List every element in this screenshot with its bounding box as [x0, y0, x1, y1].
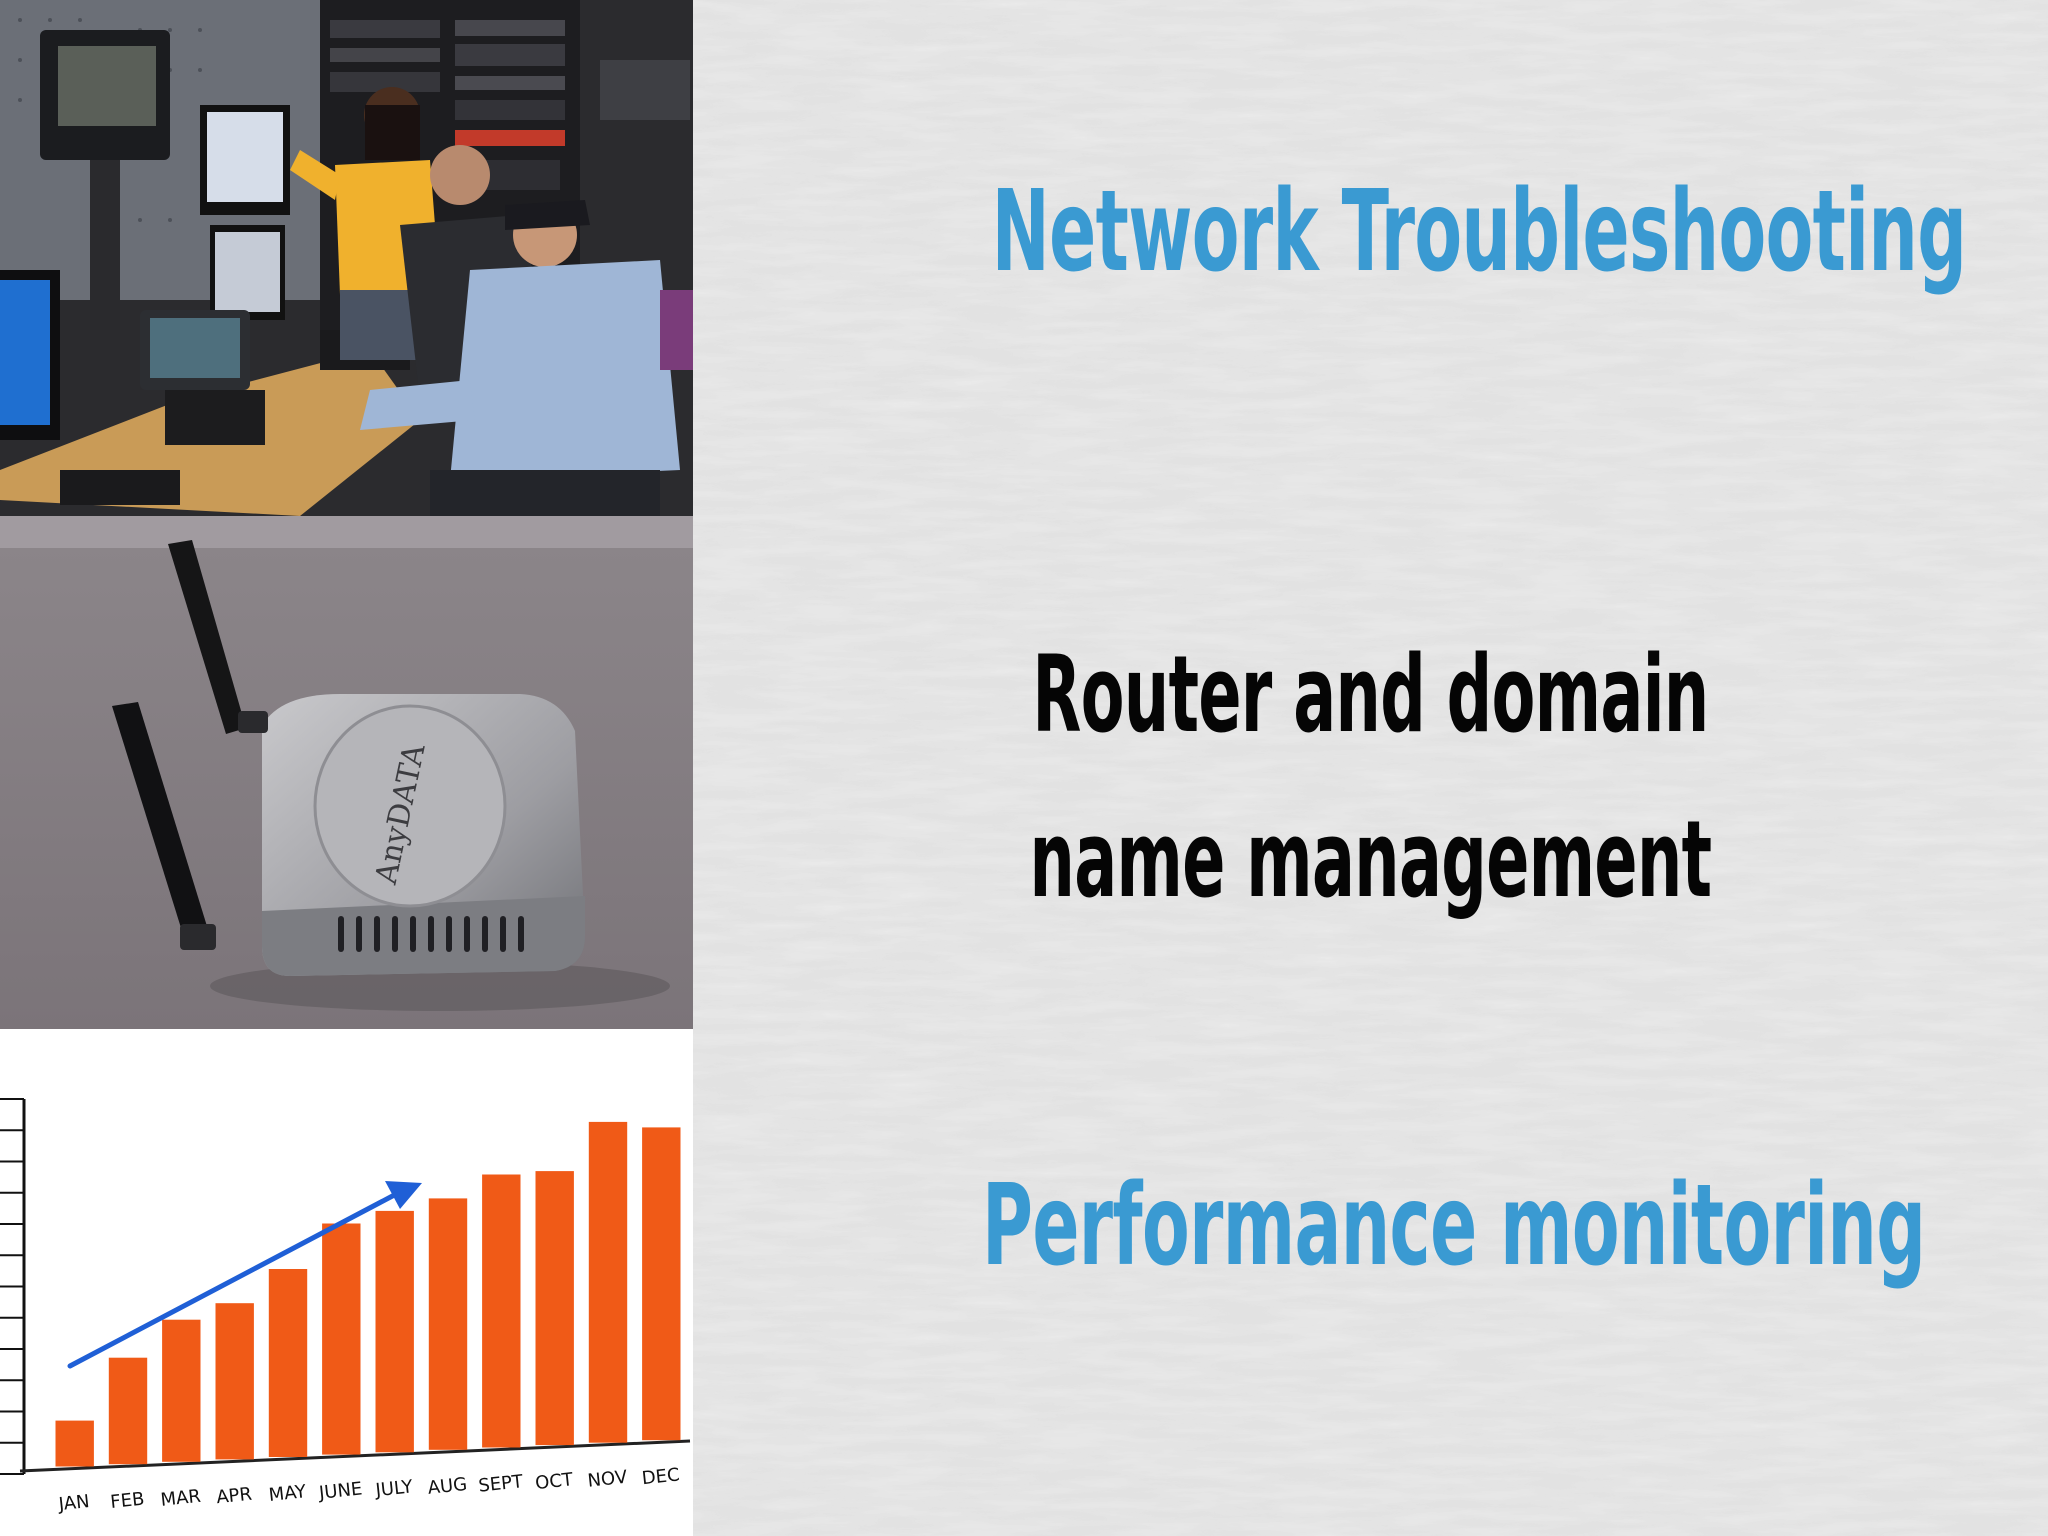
chart-bar	[162, 1319, 201, 1462]
chart-bar	[482, 1174, 521, 1448]
chart-x-tick-label: JUNE	[317, 1478, 363, 1504]
trend-arrow	[67, 1181, 422, 1369]
trend-arrow-shaft	[67, 1189, 403, 1369]
chart-bar	[322, 1223, 361, 1455]
chart-bar	[535, 1171, 574, 1446]
photo-wireless-router: AnyDATA	[0, 516, 693, 1029]
chart-monthly-growth: JAN FEB MAR APR MAY JUNE JULY AUG SEPT OCT NOV DEC	[0, 1029, 693, 1536]
chart-bar	[588, 1121, 628, 1443]
chart-x-tick-label: DEC	[641, 1464, 681, 1489]
heading-performance-monitoring-text: Performance monitoring	[982, 1161, 1926, 1291]
photo-network-operations-room	[0, 0, 693, 516]
chart-x-tick-label: OCT	[534, 1469, 575, 1494]
chart-x-tick-label: JULY	[374, 1476, 415, 1501]
chart-x-tick-label: MAY	[268, 1481, 308, 1506]
chart-x-tick-label: AUG	[427, 1474, 468, 1499]
operations-room-illustration	[0, 0, 693, 516]
chart-axes	[0, 1098, 691, 1475]
chart-x-tick-label: MAR	[160, 1486, 202, 1511]
heading-router-domain-management: Router and domain name management	[693, 612, 2048, 943]
heading-network-troubleshooting-text: Network Troubleshooting	[991, 167, 1967, 297]
chart-bar	[268, 1269, 308, 1457]
trend-arrow-head	[385, 1181, 422, 1209]
paper-background: Network Troubleshooting Router and domai…	[693, 0, 2048, 1536]
chart-bar	[108, 1357, 148, 1465]
heading-router-line-2: name management	[1029, 798, 1712, 922]
heading-network-troubleshooting: Network Troubleshooting	[693, 176, 2048, 288]
chart-x-tick-label: JAN	[57, 1491, 91, 1515]
chart-bar	[642, 1127, 681, 1441]
chart-x-tick-label: NOV	[587, 1467, 629, 1492]
chart-x-tick-label: APR	[215, 1484, 253, 1509]
heading-performance-monitoring: Performance monitoring	[693, 1170, 2048, 1282]
chart-bar	[215, 1303, 254, 1460]
bar-chart-svg: JAN FEB MAR APR MAY JUNE JULY AUG SEPT OCT NOV DEC	[0, 1098, 691, 1515]
heading-router-line-1: Router and domain	[1032, 633, 1709, 756]
chart-tick-labels: JAN FEB MAR APR MAY JUNE JULY AUG SEPT OCT NOV DEC	[57, 1464, 681, 1515]
chart-bar	[55, 1420, 94, 1467]
paper-texture	[693, 0, 2048, 1536]
chart-x-tick-label: FEB	[109, 1489, 145, 1513]
chart-bar	[428, 1198, 468, 1450]
chart-bars	[55, 1121, 681, 1467]
chart-x-axis	[19, 1439, 691, 1473]
router-illustration: AnyDATA	[0, 516, 693, 1029]
chart-bar	[375, 1210, 414, 1453]
chart-x-tick-label: SEPT	[477, 1471, 525, 1497]
